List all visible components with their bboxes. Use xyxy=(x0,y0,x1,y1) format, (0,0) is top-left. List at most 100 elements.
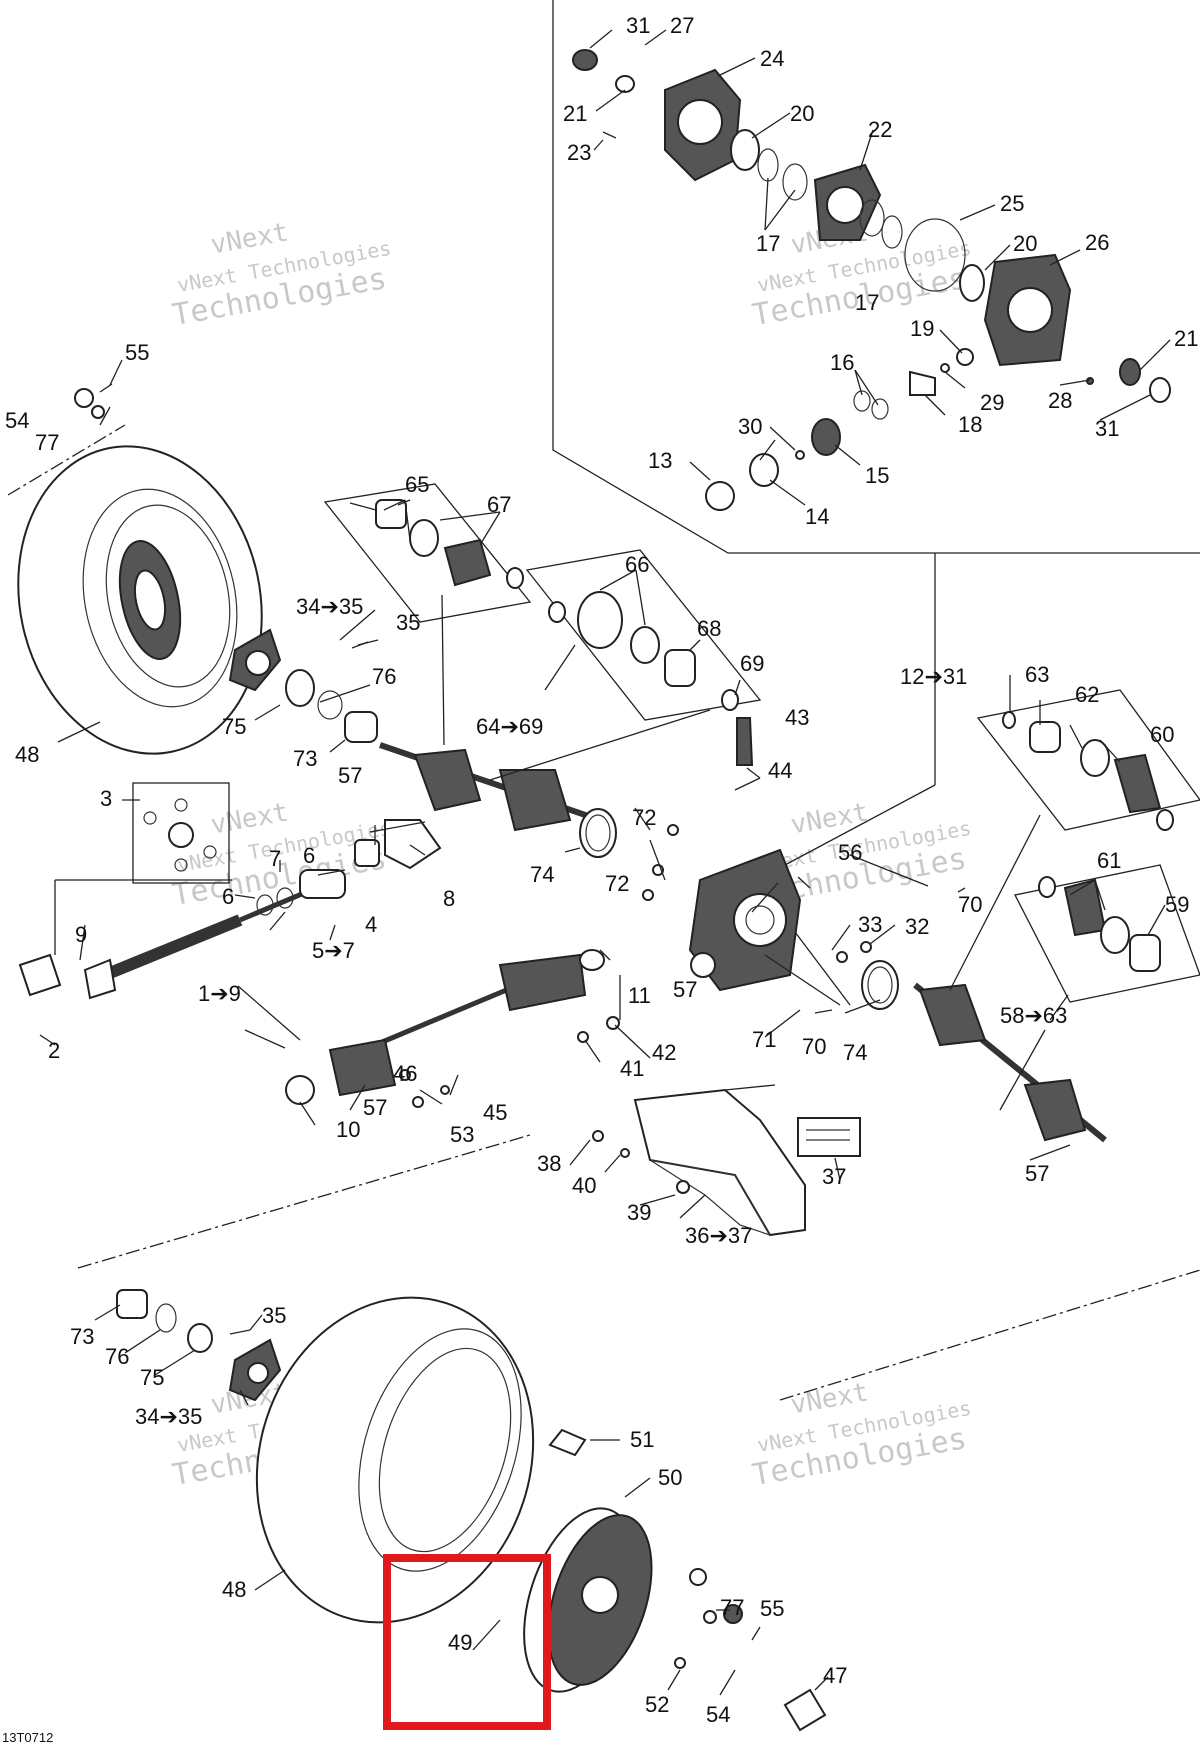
callout-22: 22 xyxy=(868,117,892,142)
callout-61: 61 xyxy=(1097,848,1121,873)
callout-57: 57 xyxy=(363,1095,387,1120)
callout-38: 38 xyxy=(537,1151,561,1176)
callout-52: 52 xyxy=(645,1692,669,1717)
callout-5-7: 5➔7 xyxy=(312,938,355,963)
callout-39: 39 xyxy=(627,1200,651,1225)
callouts: 31 27 24 21 20 23 22 25 17 20 26 17 19 2… xyxy=(5,13,1198,1727)
drive-axle-left xyxy=(379,717,754,858)
svg-text:vNext: vNext xyxy=(208,217,290,260)
callout-30: 30 xyxy=(738,414,762,439)
differential-exploded xyxy=(572,49,1171,511)
callout-72: 72 xyxy=(605,871,629,896)
callout-74: 74 xyxy=(843,1040,867,1065)
callout-25: 25 xyxy=(1000,191,1024,216)
callout-54: 54 xyxy=(706,1702,730,1727)
watermark: vNext vNext Technologies Technologies xyxy=(750,1377,973,1493)
callout-55: 55 xyxy=(125,340,149,365)
callout-16: 16 xyxy=(830,350,854,375)
callout-74: 74 xyxy=(530,862,554,887)
callout-17: 17 xyxy=(855,290,879,315)
skid-plate xyxy=(592,1088,861,1237)
callout-13: 13 xyxy=(648,448,672,473)
callout-36-37: 36➔37 xyxy=(685,1223,752,1248)
callout-14: 14 xyxy=(805,504,829,529)
callout-28: 28 xyxy=(1048,388,1072,413)
callout-3: 3 xyxy=(100,786,112,811)
callout-59: 59 xyxy=(1165,892,1189,917)
callout-34-35: 34➔35 xyxy=(296,594,363,619)
front-shaft xyxy=(285,949,620,1108)
callout-7: 7 xyxy=(269,846,281,871)
callout-37: 37 xyxy=(822,1164,846,1189)
callout-4: 4 xyxy=(365,912,377,937)
callout-15: 15 xyxy=(865,463,889,488)
callout-6: 6 xyxy=(303,843,315,868)
callout-45: 45 xyxy=(483,1100,507,1125)
callout-73: 73 xyxy=(70,1324,94,1349)
callout-20: 20 xyxy=(790,101,814,126)
callout-70: 70 xyxy=(802,1034,826,1059)
callout-60: 60 xyxy=(1150,722,1174,747)
frame-lines xyxy=(7,0,1200,1401)
callout-64-69: 64➔69 xyxy=(476,714,543,739)
leader-lines xyxy=(39,29,1171,1696)
callout-47: 47 xyxy=(823,1663,847,1688)
callout-2: 2 xyxy=(48,1038,60,1063)
callout-20: 20 xyxy=(1013,231,1037,256)
callout-46: 46 xyxy=(393,1061,417,1086)
callout-40: 40 xyxy=(572,1173,596,1198)
callout-1-9: 1➔9 xyxy=(198,981,241,1006)
propshaft xyxy=(18,798,442,1000)
callout-21: 21 xyxy=(1174,326,1198,351)
svg-text:vNext: vNext xyxy=(208,797,290,840)
differential-housing xyxy=(642,824,929,1006)
callout-17: 17 xyxy=(756,231,780,256)
callout-31: 31 xyxy=(1095,416,1119,441)
highlight-box xyxy=(383,1554,551,1730)
callout-51: 51 xyxy=(630,1427,654,1452)
svg-text:vNext: vNext xyxy=(788,797,870,840)
callout-48: 48 xyxy=(15,742,39,767)
callout-50: 50 xyxy=(658,1465,682,1490)
callout-41: 41 xyxy=(620,1056,644,1081)
callout-18: 18 xyxy=(958,412,982,437)
callout-77: 77 xyxy=(720,1595,744,1620)
callout-55: 55 xyxy=(760,1596,784,1621)
callout-12-31: 12➔31 xyxy=(900,664,967,689)
callout-67: 67 xyxy=(487,492,511,517)
callout-65: 65 xyxy=(405,472,429,497)
callout-54: 54 xyxy=(5,408,29,433)
watermark: vNext vNext Technologies Technologies xyxy=(170,217,393,333)
callout-21: 21 xyxy=(563,101,587,126)
callout-43: 43 xyxy=(785,705,809,730)
callout-26: 26 xyxy=(1085,230,1109,255)
callout-72: 72 xyxy=(632,805,656,830)
figure-code: 13T0712 xyxy=(2,1730,53,1745)
callout-9: 9 xyxy=(75,922,87,947)
callout-49: 49 xyxy=(448,1630,472,1655)
svg-text:vNext: vNext xyxy=(788,1377,870,1420)
callout-35: 35 xyxy=(396,610,420,635)
callout-63: 63 xyxy=(1025,662,1049,687)
callout-57: 57 xyxy=(338,763,362,788)
callout-57: 57 xyxy=(673,977,697,1002)
callout-77: 77 xyxy=(35,430,59,455)
callout-31: 31 xyxy=(626,13,650,38)
callout-48: 48 xyxy=(222,1577,246,1602)
callout-71: 71 xyxy=(752,1027,776,1052)
callout-62: 62 xyxy=(1075,682,1099,707)
callout-73: 73 xyxy=(293,746,317,771)
callout-29: 29 xyxy=(980,390,1004,415)
wheel-tire-bottom xyxy=(255,1296,653,1693)
wheel-tire-top xyxy=(17,445,263,755)
callout-34-35: 34➔35 xyxy=(135,1404,202,1429)
callout-42: 42 xyxy=(652,1040,676,1065)
callout-56: 56 xyxy=(838,840,862,865)
callout-6: 6 xyxy=(222,884,234,909)
callout-8: 8 xyxy=(443,886,455,911)
callout-76: 76 xyxy=(372,664,396,689)
callout-32: 32 xyxy=(905,914,929,939)
callout-75: 75 xyxy=(222,714,246,739)
